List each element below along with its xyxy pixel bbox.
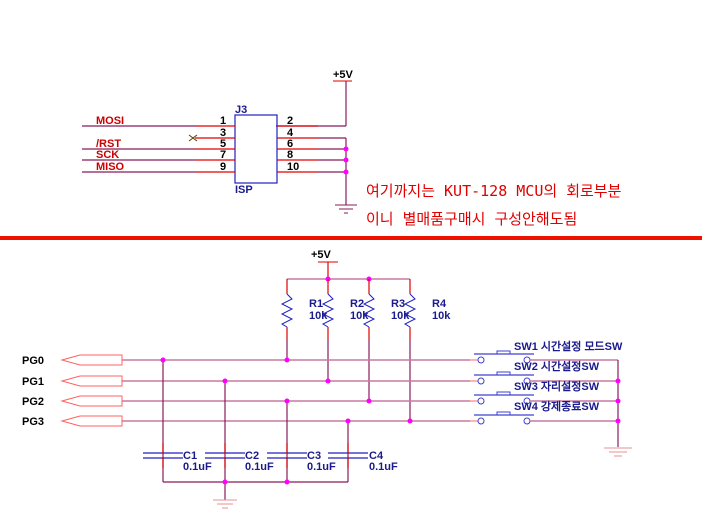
pin-number: 8	[287, 149, 293, 161]
pin-number: 3	[220, 127, 226, 139]
port-label-pg2: PG2	[22, 396, 44, 408]
resistor-ref: R2	[350, 298, 364, 310]
switch-label: SW3 자리설정SW	[514, 379, 600, 393]
junction	[366, 398, 372, 404]
capacitor-1	[143, 443, 183, 468]
capacitor-value: 0.1uF	[245, 461, 274, 473]
ground-icon	[604, 447, 632, 457]
pin-number: 1	[220, 115, 226, 127]
connector-j3-body	[234, 114, 278, 184]
junction	[615, 378, 621, 384]
port-label-pg3: PG3	[22, 416, 44, 428]
resistor-ref: R1	[309, 298, 323, 310]
pin-number: 4	[287, 127, 294, 139]
pin-number: 5	[220, 138, 226, 150]
capacitor-3	[267, 443, 307, 468]
capacitor-2	[205, 443, 245, 468]
junction	[222, 378, 228, 384]
ground-icon	[213, 499, 237, 509]
junction	[345, 418, 351, 424]
switch-label: SW1 시간설정 모드SW	[514, 339, 623, 353]
resistor-value: 10k	[350, 310, 369, 322]
capacitor-ref: C4	[369, 450, 384, 462]
junction	[284, 398, 290, 404]
resistor-value: 10k	[391, 310, 410, 322]
capacitor-value: 0.1uF	[307, 461, 336, 473]
pin-number: 9	[220, 161, 226, 173]
junction	[160, 357, 166, 363]
ground-icon	[335, 204, 357, 214]
resistor-3	[362, 279, 376, 401]
net-label-sck: SCK	[96, 149, 119, 161]
junction	[407, 418, 413, 424]
net-label-rst: /RST	[96, 138, 121, 150]
junction	[222, 479, 228, 485]
junction	[343, 169, 349, 175]
switch-1	[470, 350, 618, 364]
no-connect-icon	[188, 134, 198, 142]
connector-ref: J3	[235, 104, 247, 116]
port-symbol	[60, 354, 123, 366]
isp-section: +5V J3 ISP	[82, 69, 622, 228]
port-symbol	[60, 395, 123, 407]
capacitor-ref: C1	[183, 450, 197, 462]
junction	[325, 378, 331, 384]
junction	[615, 418, 621, 424]
capacitor-4	[328, 443, 368, 468]
resistor-4	[403, 279, 417, 421]
pin-number: 2	[287, 115, 293, 127]
port-label-pg1: PG1	[22, 376, 44, 388]
switch-2	[470, 371, 618, 385]
pin-number: 6	[287, 138, 293, 150]
resistor-value: 10k	[432, 310, 451, 322]
resistor-value: 10k	[309, 310, 328, 322]
junction	[284, 357, 290, 363]
capacitor-value: 0.1uF	[183, 461, 212, 473]
capacitor-ref: C3	[307, 450, 321, 462]
port-symbol	[60, 415, 123, 427]
resistor-ref: R3	[391, 298, 405, 310]
switch-label: SW2 시간설정SW	[514, 359, 600, 373]
note-line-2: 이니 별매품구매시 구성안해도됨	[366, 210, 577, 228]
junction	[615, 398, 621, 404]
power-label-top: +5V	[333, 69, 354, 81]
resistor-2	[321, 279, 335, 381]
net-label-miso: MISO	[96, 161, 125, 173]
capacitor-value: 0.1uF	[369, 461, 398, 473]
resistor-ref: R4	[432, 298, 447, 310]
note-line-1: 여기까지는 KUT-128 MCU의 회로부분	[366, 182, 622, 200]
junction	[284, 479, 290, 485]
pin-number: 10	[287, 161, 299, 173]
power-label-bottom: +5V	[311, 249, 332, 261]
switch-label: SW4 강제종료SW	[514, 399, 600, 413]
capacitor-ref: C2	[245, 450, 259, 462]
port-label-pg0: PG0	[22, 355, 44, 367]
port-symbol	[60, 375, 123, 387]
pin-number: 7	[220, 149, 226, 161]
resistor-1	[280, 279, 294, 360]
connector-value: ISP	[235, 184, 253, 196]
junction	[343, 157, 349, 163]
switch-3	[470, 391, 618, 405]
net-label-mosi: MOSI	[96, 115, 124, 127]
switch-4	[470, 411, 618, 425]
section-separator	[0, 236, 702, 240]
switch-section: +5V R1 10k R2 10k R3 10k R4 10k	[22, 249, 632, 509]
junction	[343, 146, 349, 152]
